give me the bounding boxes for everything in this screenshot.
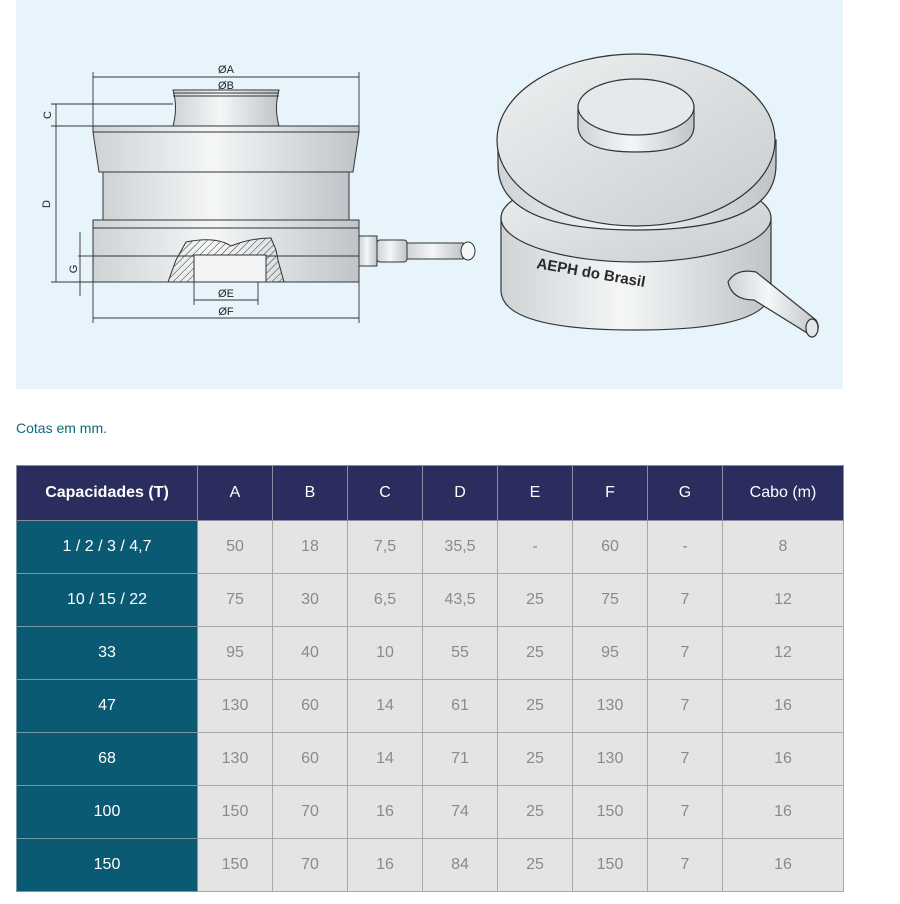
dimensions-caption: Cotas em mm. xyxy=(16,420,108,436)
cell-a: 75 xyxy=(197,573,273,627)
cell-c: 14 xyxy=(347,732,423,786)
cell-g: 7 xyxy=(647,785,723,839)
cell-capacidades: 100 xyxy=(16,785,198,839)
cell-e: 25 xyxy=(497,732,573,786)
cell-g: 7 xyxy=(647,573,723,627)
capacity-table: Capacidades (T) A B C D E F G Cabo (m) 1… xyxy=(16,465,844,892)
drawing-panel: ØA ØB ØE ØF C D G AEPH do Brasil xyxy=(16,0,843,389)
cell-a: 95 xyxy=(197,626,273,680)
cell-c: 16 xyxy=(347,838,423,892)
dimension-lines xyxy=(51,72,360,323)
cell-f: 130 xyxy=(572,679,648,733)
label-G: G xyxy=(68,265,80,274)
cell-d: 84 xyxy=(422,838,498,892)
cell-f: 60 xyxy=(572,520,648,574)
cell-c: 16 xyxy=(347,785,423,839)
cell-b: 40 xyxy=(272,626,348,680)
cell-capacidades: 68 xyxy=(16,732,198,786)
cell-b: 70 xyxy=(272,785,348,839)
cell-capacidades: 150 xyxy=(16,838,198,892)
header-b: B xyxy=(272,465,348,521)
cell-e: 25 xyxy=(497,838,573,892)
cell-e: 25 xyxy=(497,573,573,627)
isometric-view xyxy=(496,53,819,338)
cell-cabo: 16 xyxy=(722,732,844,786)
header-e: E xyxy=(497,465,573,521)
cell-b: 60 xyxy=(272,679,348,733)
cell-d: 43,5 xyxy=(422,573,498,627)
cell-cabo: 12 xyxy=(722,573,844,627)
cell-b: 18 xyxy=(272,520,348,574)
cell-b: 70 xyxy=(272,838,348,892)
label-D: D xyxy=(41,200,53,208)
cell-cabo: 16 xyxy=(722,838,844,892)
cell-d: 71 xyxy=(422,732,498,786)
header-c: C xyxy=(347,465,423,521)
cell-b: 60 xyxy=(272,732,348,786)
cell-capacidades: 33 xyxy=(16,626,198,680)
cell-b: 30 xyxy=(272,573,348,627)
label-C: C xyxy=(42,111,54,119)
cell-f: 150 xyxy=(572,838,648,892)
label-B: ØB xyxy=(218,80,234,92)
cell-e: 25 xyxy=(497,626,573,680)
cell-a: 130 xyxy=(197,679,273,733)
cell-a: 150 xyxy=(197,785,273,839)
cell-g: 7 xyxy=(647,679,723,733)
cell-c: 7,5 xyxy=(347,520,423,574)
cell-capacidades: 10 / 15 / 22 xyxy=(16,573,198,627)
cell-capacidades: 1 / 2 / 3 / 4,7 xyxy=(16,520,198,574)
cell-d: 61 xyxy=(422,679,498,733)
header-g: G xyxy=(647,465,723,521)
cell-f: 130 xyxy=(572,732,648,786)
cell-d: 55 xyxy=(422,626,498,680)
header-f: F xyxy=(572,465,648,521)
header-capacidades: Capacidades (T) xyxy=(16,465,198,521)
cell-a: 150 xyxy=(197,838,273,892)
cell-cabo: 8 xyxy=(722,520,844,574)
cell-c: 6,5 xyxy=(347,573,423,627)
cell-e: 25 xyxy=(497,785,573,839)
cell-d: 74 xyxy=(422,785,498,839)
cell-g: 7 xyxy=(647,626,723,680)
header-cabo: Cabo (m) xyxy=(722,465,844,521)
cell-g: 7 xyxy=(647,732,723,786)
label-A: ØA xyxy=(218,64,235,76)
cell-cabo: 16 xyxy=(722,679,844,733)
header-d: D xyxy=(422,465,498,521)
cell-f: 75 xyxy=(572,573,648,627)
table-header-row: Capacidades (T) A B C D E F G Cabo (m) xyxy=(16,465,844,521)
side-view xyxy=(92,89,476,283)
cell-d: 35,5 xyxy=(422,520,498,574)
cell-a: 50 xyxy=(197,520,273,574)
cell-g: 7 xyxy=(647,838,723,892)
load-cell-drawing: ØA ØB ØE ØF C D G AEPH do Brasil xyxy=(41,53,819,338)
cell-cabo: 12 xyxy=(722,626,844,680)
cell-c: 10 xyxy=(347,626,423,680)
cell-a: 130 xyxy=(197,732,273,786)
cell-f: 150 xyxy=(572,785,648,839)
cell-cabo: 16 xyxy=(722,785,844,839)
header-a: A xyxy=(197,465,273,521)
cell-capacidades: 47 xyxy=(16,679,198,733)
cell-f: 95 xyxy=(572,626,648,680)
cell-e: 25 xyxy=(497,679,573,733)
cell-c: 14 xyxy=(347,679,423,733)
cell-e: - xyxy=(497,520,573,574)
dimension-labels: ØA ØB ØE ØF C D G xyxy=(41,64,235,318)
label-F: ØF xyxy=(218,306,234,318)
cell-g: - xyxy=(647,520,723,574)
label-E: ØE xyxy=(218,288,234,300)
